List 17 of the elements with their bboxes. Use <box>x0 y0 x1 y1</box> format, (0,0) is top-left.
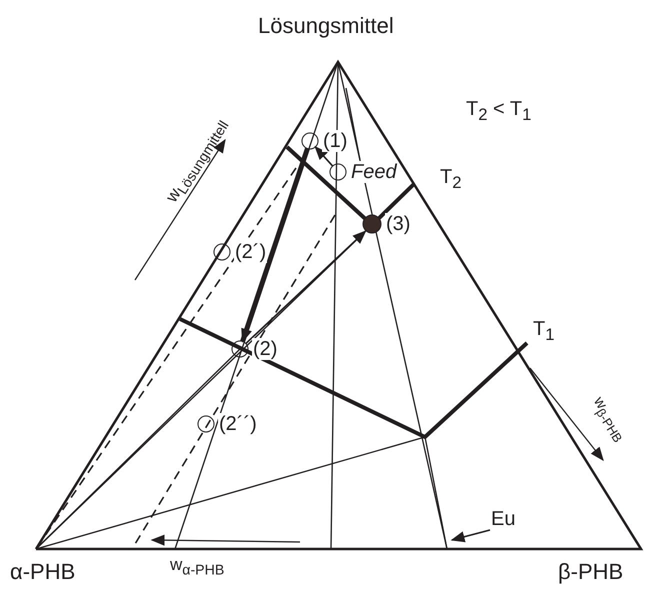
arrow <box>245 230 366 344</box>
leader-arrow <box>450 529 490 542</box>
node-label: (2) <box>253 338 278 360</box>
component-label: α-PHB <box>10 560 76 584</box>
node-label: (2´´) <box>219 413 257 435</box>
node-label: Feed <box>351 161 397 183</box>
node-label: (1) <box>323 130 348 152</box>
component-label: β-PHB <box>558 560 624 584</box>
axis-label: w$_{α-PHB}$ <box>170 556 224 579</box>
node-label: (3) <box>386 213 410 235</box>
isotherm-label: T$_{2}$ <box>440 166 462 192</box>
isotherm-label: T$_{1}$ <box>533 318 554 344</box>
arrow <box>314 146 334 167</box>
solvent-label: Lösungsmittel <box>258 14 394 38</box>
arrow <box>240 148 310 343</box>
temperature-note: T$_{2}$ < T$_{1}$ <box>466 98 532 124</box>
node-label: (2´) <box>235 241 266 263</box>
